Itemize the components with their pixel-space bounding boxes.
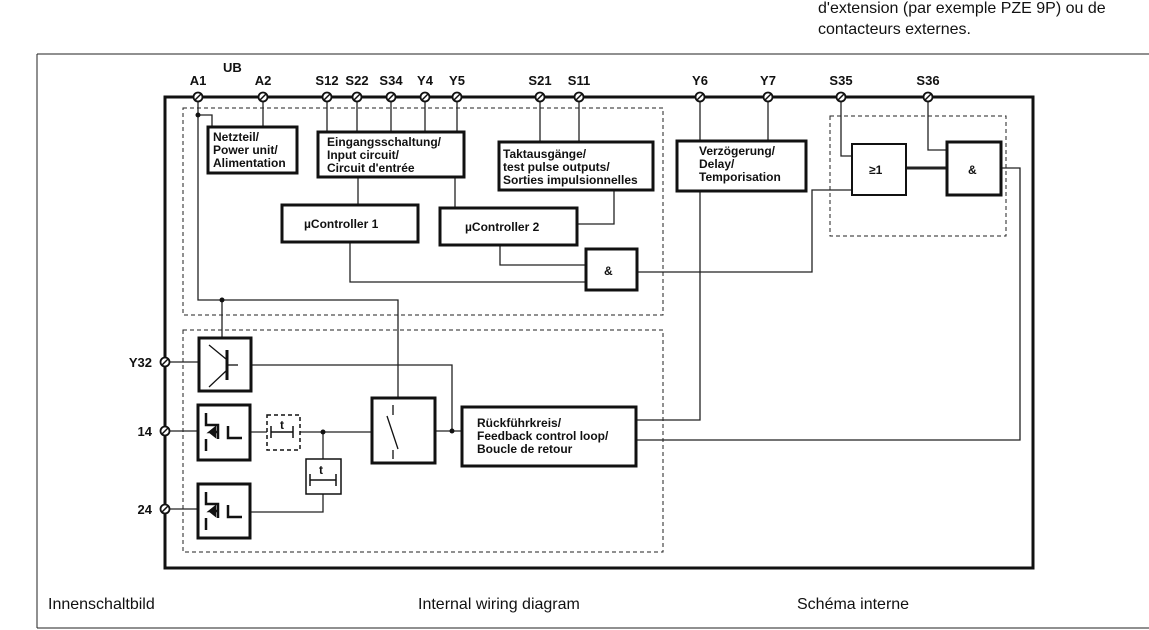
- delay-block: Verzögerung/ Delay/ Temporisation: [675, 139, 808, 193]
- mosfet-14-block: [196, 403, 252, 462]
- junction-dots: [195, 112, 455, 435]
- relay-switch-block: [370, 396, 437, 465]
- svg-text:Alimentation: Alimentation: [213, 156, 286, 170]
- timer-2-block: t: [305, 458, 342, 495]
- svg-text:µController 1: µController 1: [304, 217, 379, 231]
- supply-label: UB: [223, 60, 242, 75]
- terminal-label: S34: [379, 73, 403, 88]
- terminal-label: S36: [916, 73, 939, 88]
- terminal-label: 24: [138, 502, 153, 517]
- svg-text:Circuit d'entrée: Circuit d'entrée: [327, 161, 415, 175]
- terminal-label: S21: [528, 73, 551, 88]
- terminal-label: S35: [829, 73, 852, 88]
- mosfet-24-block: [196, 482, 252, 540]
- svg-text:Rückführkreis/: Rückführkreis/: [477, 416, 562, 430]
- top-terminals: A1 A2 S12 S22 S34 Y4 Y5 S21 S11 Y6 Y7 S35 S36: [190, 73, 940, 103]
- terminal-label: Y6: [692, 73, 708, 88]
- svg-text:t: t: [319, 463, 323, 477]
- terminal-label: S11: [568, 73, 590, 88]
- svg-text:test pulse outputs/: test pulse outputs/: [503, 160, 610, 174]
- terminal-label: A1: [190, 73, 207, 88]
- input-circuit-block: Eingangsschaltung/ Input circuit/ Circui…: [316, 130, 466, 179]
- svg-text:&: &: [604, 264, 613, 278]
- wires: [165, 97, 1021, 513]
- microcontroller-2-block: µController 2: [438, 206, 579, 247]
- top-text-line-2: contacteurs externes.: [818, 21, 971, 38]
- output-group: [182, 329, 664, 553]
- terminal-label: A2: [255, 73, 272, 88]
- test-pulse-block: Taktausgänge/ test pulse outputs/ Sortie…: [497, 140, 655, 192]
- power-unit-block: Netzteil/ Power unit/ Alimentation: [206, 125, 299, 175]
- svg-text:Power unit/: Power unit/: [213, 143, 278, 157]
- figure-frame: [36, 53, 1149, 629]
- svg-text:&: &: [968, 163, 977, 177]
- timer-1-block: t: [266, 414, 301, 451]
- top-text-line-1: d'extension (par exemple PZE 9P) ou de: [818, 0, 1106, 17]
- svg-text:Boucle de retour: Boucle de retour: [477, 442, 573, 456]
- transistor-block: [197, 336, 253, 393]
- svg-text:Eingangsschaltung/: Eingangsschaltung/: [327, 135, 442, 149]
- svg-text:Sorties impulsionnelles: Sorties impulsionnelles: [503, 173, 638, 187]
- terminal-label: 14: [138, 424, 153, 439]
- svg-text:Taktausgänge/: Taktausgänge/: [503, 147, 587, 161]
- terminal-label: S22: [345, 73, 368, 88]
- and-gate-block: &: [584, 247, 639, 292]
- svg-text:Feedback control loop/: Feedback control loop/: [477, 429, 609, 443]
- svg-text:≥1: ≥1: [869, 163, 883, 177]
- caption-german: Innenschaltbild: [48, 596, 155, 613]
- svg-text:Delay/: Delay/: [699, 157, 735, 171]
- caption-english: Internal wiring diagram: [418, 596, 580, 613]
- microcontroller-1-block: µController 1: [280, 203, 420, 244]
- svg-text:µController 2: µController 2: [465, 220, 540, 234]
- caption-french: Schéma interne: [797, 596, 909, 613]
- device-housing: [163, 95, 1035, 570]
- terminal-label: S12: [315, 73, 338, 88]
- terminal-label: Y7: [760, 73, 776, 88]
- svg-text:Netzteil/: Netzteil/: [213, 130, 260, 144]
- and-gate-2-block: &: [945, 140, 1003, 197]
- or-gate-block: ≥1: [851, 143, 907, 196]
- svg-text:Input circuit/: Input circuit/: [327, 148, 400, 162]
- controller-group: [182, 107, 664, 316]
- terminal-label: Y4: [417, 73, 434, 88]
- logic-group: [829, 115, 1007, 237]
- terminal-label: Y32: [129, 355, 152, 370]
- left-terminals: Y32 14 24: [129, 355, 171, 517]
- svg-text:Verzögerung/: Verzögerung/: [699, 144, 776, 158]
- feedback-loop-block: Rückführkreis/ Feedback control loop/ Bo…: [460, 405, 638, 468]
- svg-text:Temporisation: Temporisation: [699, 170, 781, 184]
- svg-text:t: t: [280, 418, 284, 432]
- terminal-label: Y5: [449, 73, 465, 88]
